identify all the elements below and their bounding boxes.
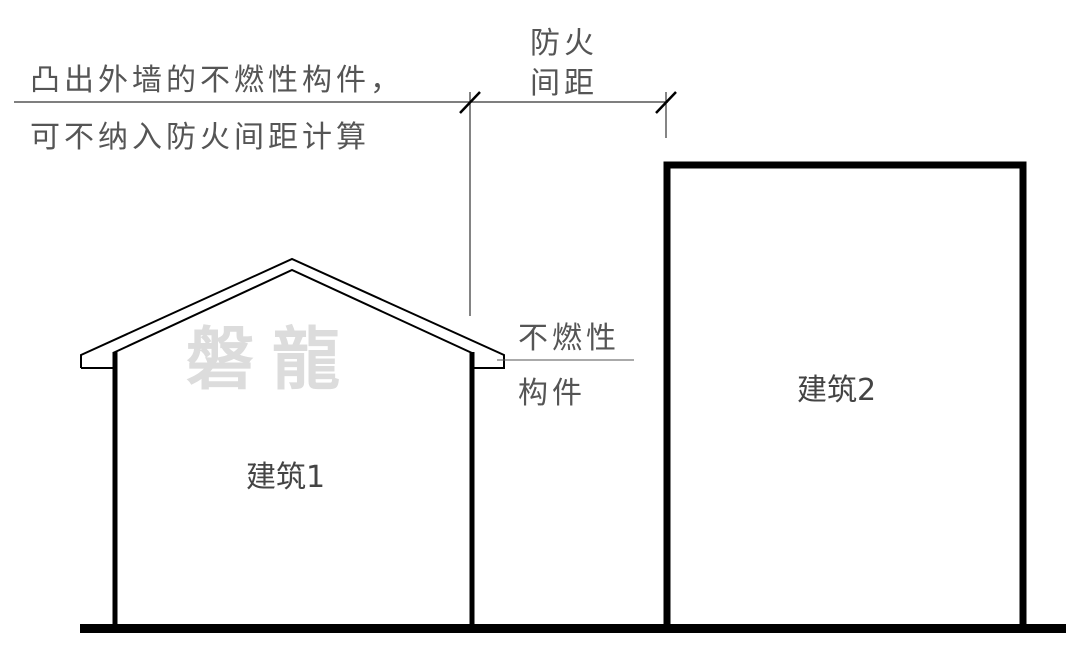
dimension-tick-right: [655, 91, 677, 114]
dimension-tick-left: [459, 91, 481, 114]
annotation-line-2: 可不纳入防火间距计算: [30, 120, 370, 155]
component-label-line-2: 构件: [518, 376, 586, 411]
ground-line: [80, 624, 1066, 633]
watermark: 磐龍: [186, 321, 359, 400]
annotation-line-1: 凸出外墙的不燃性构件，: [30, 63, 404, 98]
component-label-line-1: 不燃性: [518, 321, 620, 356]
dimension-label-line-1: 防火: [530, 26, 598, 61]
dimension-label-line-2: 间距: [530, 66, 598, 101]
building1-label: 建筑1: [246, 460, 326, 495]
roof-inner-outline: [112, 268, 473, 354]
roof-outer-outline: [80, 257, 505, 369]
building2-label: 建筑2: [797, 373, 877, 408]
